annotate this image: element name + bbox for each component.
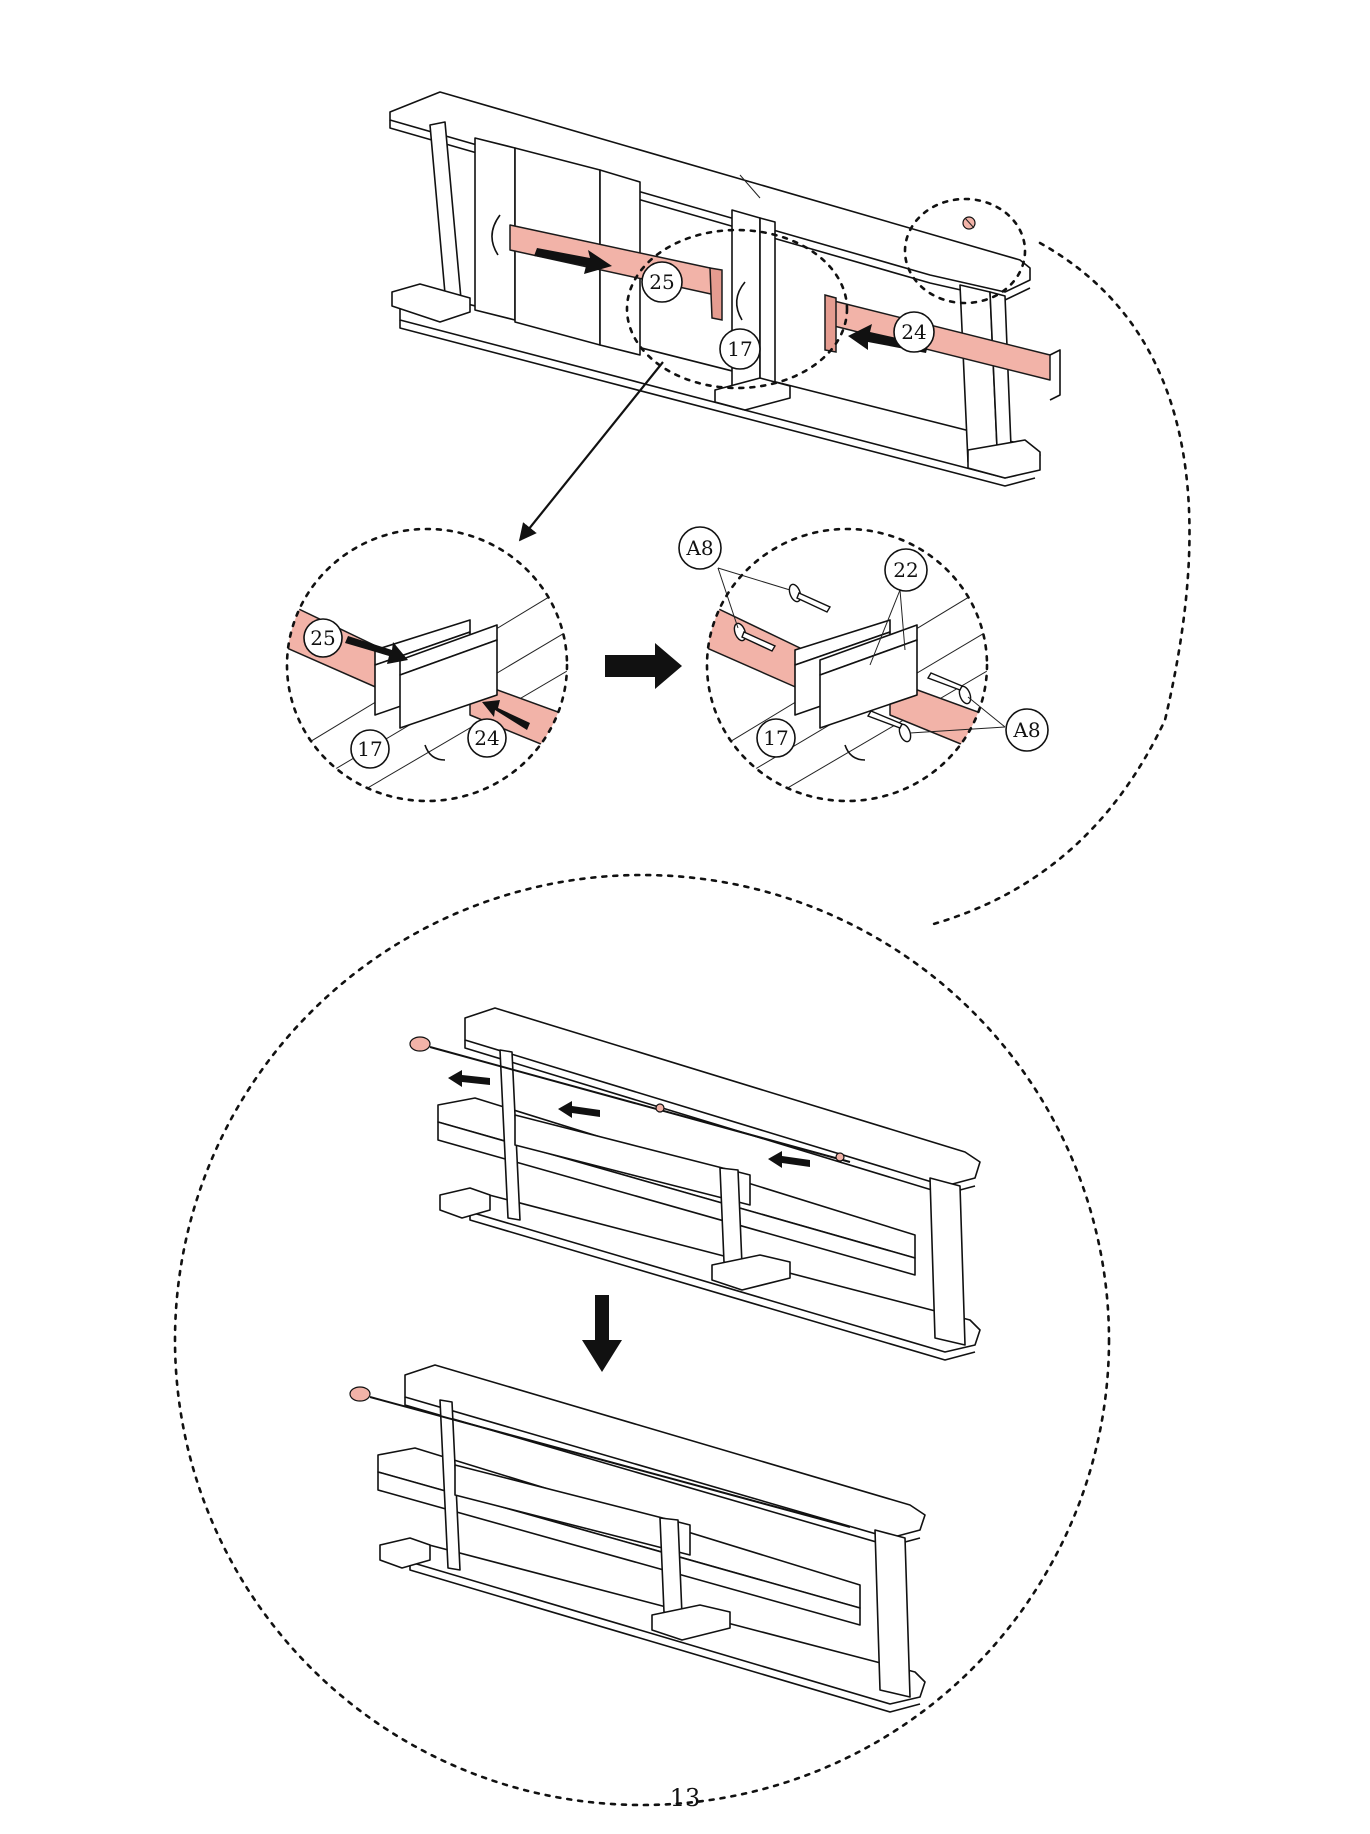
detail-right (700, 560, 1040, 810)
callout-22: 22 (885, 549, 927, 591)
callout-24: 24 (468, 719, 506, 757)
top-frame-assembly (390, 92, 1060, 486)
svg-text:24: 24 (474, 726, 499, 750)
svg-text:25: 25 (649, 270, 674, 294)
svg-text:17: 17 (763, 726, 788, 750)
callout-17: 17 (351, 730, 389, 768)
push-arrow-icon (768, 1151, 810, 1168)
callout-25: 25 (642, 262, 682, 302)
push-arrow-icon (448, 1070, 490, 1087)
leader-line (520, 362, 663, 540)
callout-24: 24 (894, 312, 934, 352)
push-arrow-icon (558, 1101, 600, 1118)
knob-icon (410, 1037, 430, 1051)
svg-text:A8: A8 (1012, 718, 1040, 742)
callout-a8: A8 (679, 527, 721, 569)
callout-a8: A8 (1006, 709, 1048, 751)
screw-icon (787, 583, 830, 612)
svg-text:17: 17 (727, 337, 752, 361)
knob-icon (350, 1387, 370, 1401)
callout-17: 17 (720, 329, 760, 369)
svg-text:A8: A8 (685, 536, 713, 560)
svg-text:22: 22 (893, 558, 918, 582)
arrow-down-icon (582, 1295, 622, 1372)
callout-25: 25 (304, 619, 342, 657)
svg-text:25: 25 (310, 626, 335, 650)
pin-icon (963, 217, 975, 229)
arrow-right-icon (605, 643, 682, 689)
svg-text:24: 24 (901, 320, 926, 344)
page-number: 13 (670, 1784, 701, 1812)
left-end-post (430, 122, 462, 316)
bottom-frame-rods-inserting (410, 1008, 980, 1360)
callout-17: 17 (757, 719, 795, 757)
bottom-frame-rods-inserted (350, 1365, 925, 1712)
svg-text:17: 17 (357, 737, 382, 761)
detail-left (280, 560, 620, 810)
